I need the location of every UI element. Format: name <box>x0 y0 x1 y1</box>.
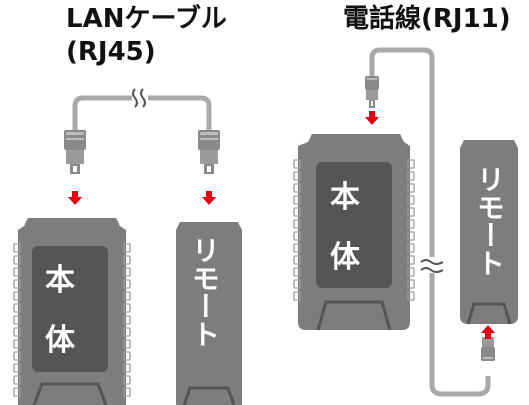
telephone-main-unit-label-top: 本 <box>330 180 360 215</box>
main-unit-screen <box>32 246 108 372</box>
insert-arrow-icon <box>365 111 379 125</box>
rj45-plug-remote <box>198 130 220 174</box>
telephone-cable-break-mark <box>420 259 444 273</box>
lan-main-unit-label-top: 本 <box>45 263 75 298</box>
lan-main-unit <box>13 218 131 405</box>
rj11-plug-main <box>365 76 379 108</box>
telephone-main-unit <box>293 134 415 331</box>
lan-cable-break-mark <box>132 88 146 108</box>
rj45-plug-main <box>64 130 86 174</box>
lan-remote-unit <box>176 222 242 405</box>
lan-cable-heading: LANケーブル (RJ45) <box>66 3 227 69</box>
telephone-main-unit-label-bottom: 体 <box>330 240 360 275</box>
lan-cable-title: LANケーブル <box>66 4 227 34</box>
telephone-cable <box>369 47 491 397</box>
telephone-line-heading: 電話線(RJ11) <box>343 4 511 34</box>
lan-remote-unit-label: リモート <box>188 236 221 348</box>
telephone-remote-unit <box>460 140 518 325</box>
main-unit-screen <box>316 162 392 288</box>
insert-arrow-icon <box>68 191 82 205</box>
lan-main-unit-label-bottom: 体 <box>45 323 75 358</box>
lan-cable-standard: (RJ45) <box>66 37 156 67</box>
insert-arrow-icon <box>481 325 495 339</box>
insert-arrow-icon <box>202 191 216 205</box>
telephone-remote-unit-label: リモート <box>473 165 506 277</box>
